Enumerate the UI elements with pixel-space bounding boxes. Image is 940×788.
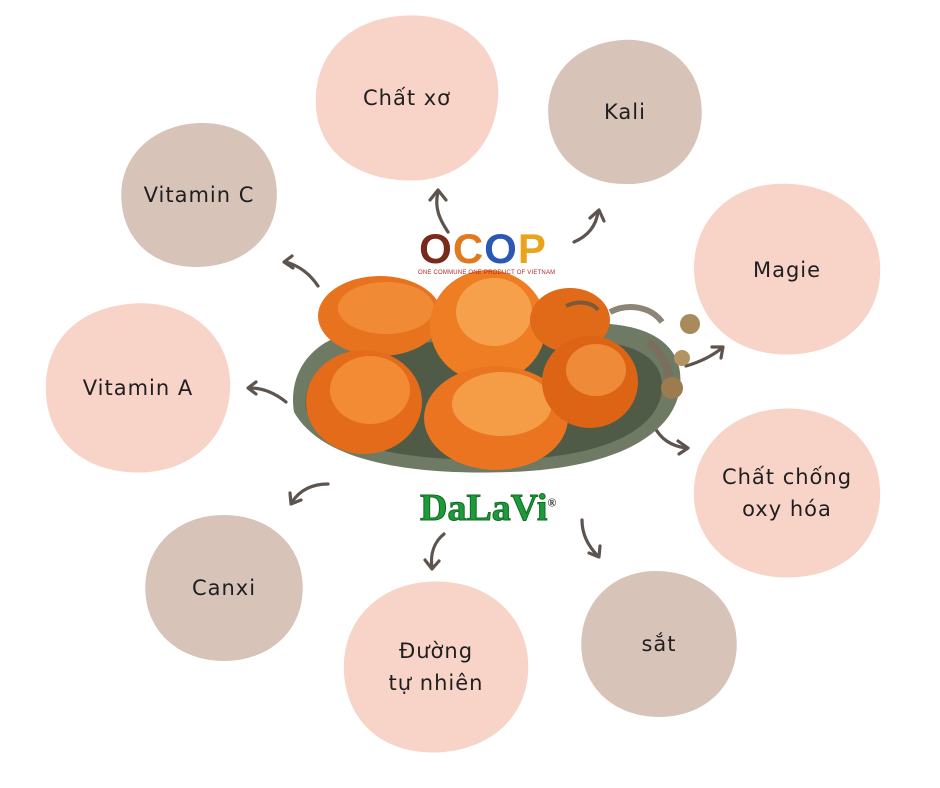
blob-shape (315, 15, 499, 181)
bubble-magnesium: Magie (690, 182, 884, 358)
curved-arrow-icon (572, 208, 606, 244)
dalavi-wordmark: DaLaVi (419, 487, 548, 530)
ocop-logo: OCOP ONE COMMUNE ONE PRODUCT OF VIETNAM (418, 228, 556, 277)
nutrient-label: Canxi (191, 576, 257, 600)
bubble-antioxidant: Chất chống oxy hóa (690, 405, 884, 581)
curved-arrow-icon (246, 380, 288, 404)
curved-arrow-icon (580, 518, 602, 559)
curved-arrow-icon (423, 532, 446, 571)
bubble-fiber: Chất xơ (312, 12, 502, 184)
nutrient-label: sắt (641, 632, 677, 656)
ocop-tagline: ONE COMMUNE ONE PRODUCT OF VIETNAM (418, 270, 556, 276)
blob-shape (121, 123, 277, 267)
blob-shape (693, 183, 881, 355)
blob-shape (693, 408, 881, 578)
bubble-natural-sugar: Đường tự nhiên (340, 578, 532, 756)
blob-shape (343, 581, 529, 753)
nutrient-label: Đường tự nhiên (388, 639, 484, 695)
curved-arrow-icon (288, 482, 330, 506)
ocop-letter: O (419, 225, 453, 272)
blob-shape (145, 515, 303, 661)
dried-persimmon-plate-image (293, 270, 700, 473)
nutrient-label: Magie (752, 258, 822, 282)
registered-mark: ® (547, 495, 557, 510)
nutrient-label: Vitamin C (143, 183, 255, 207)
bubble-vitamin-c: Vitamin C (118, 120, 280, 270)
ocop-letter: C (452, 225, 485, 272)
nutrient-label: Chất xơ (362, 86, 452, 110)
dalavi-logo: DaLaVi® (419, 486, 557, 530)
bubble-potassium: Kali (545, 37, 705, 187)
blob-shape (548, 39, 702, 185)
blob-shape (45, 303, 231, 473)
nutrient-label: Chất chống oxy hóa (721, 465, 853, 521)
curved-arrow-icon (282, 254, 320, 288)
ocop-letter: O (484, 225, 518, 272)
curved-arrow-icon (684, 345, 725, 368)
ocop-letter: P (517, 225, 547, 272)
bubble-iron: sắt (578, 568, 740, 720)
bubble-vitamin-a: Vitamin A (42, 300, 234, 476)
curved-arrow-icon (428, 188, 450, 234)
nutrient-label: Vitamin A (82, 376, 194, 400)
bubble-calcium: Canxi (142, 512, 306, 664)
ocop-wordmark: OCOP (418, 228, 548, 270)
nutrient-label: Kali (604, 100, 646, 124)
blob-shape (581, 571, 737, 717)
